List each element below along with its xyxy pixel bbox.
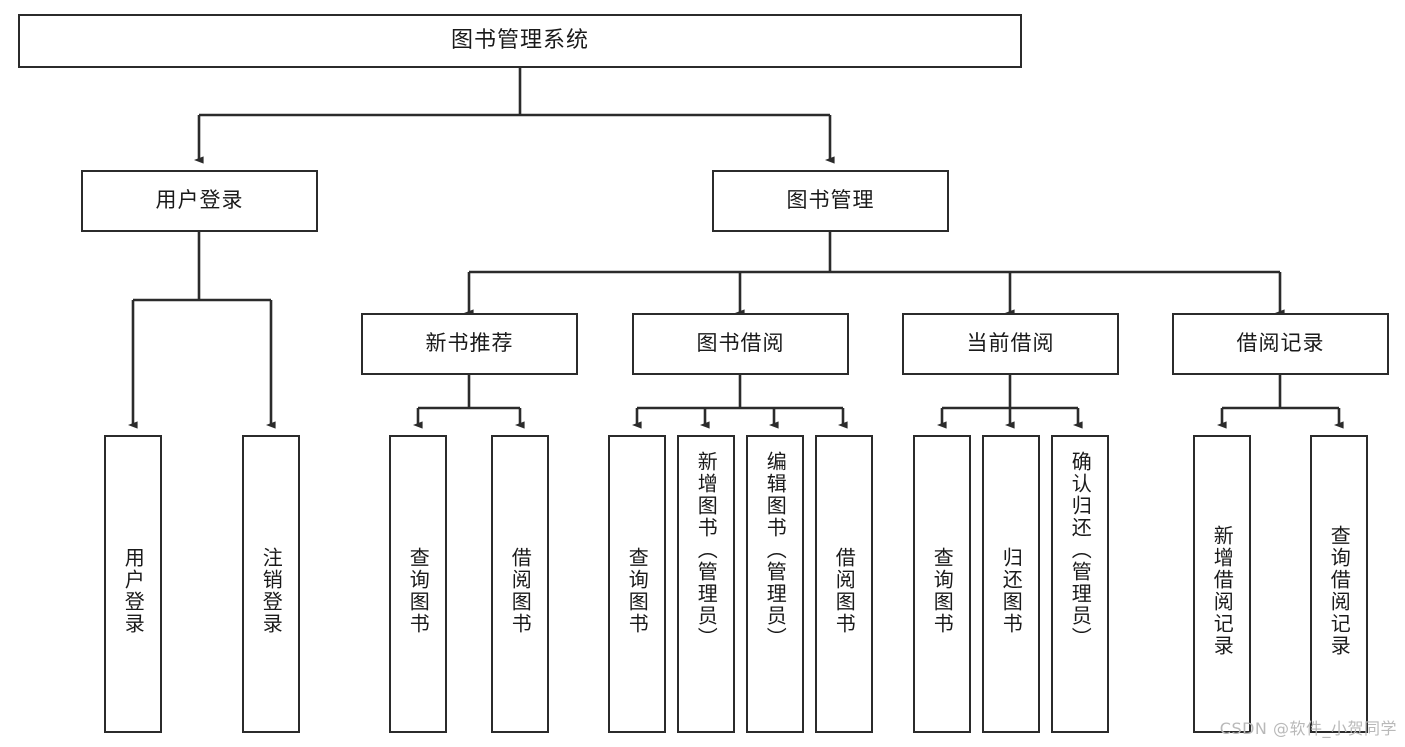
node-book-management[interactable]: 图书管理	[712, 170, 949, 232]
node-label: 确认归还（管理员）	[1068, 451, 1093, 649]
node-label: 借阅记录	[1236, 331, 1325, 356]
node-label: 编辑图书（管理员）	[763, 451, 788, 649]
leaf-new-book-query[interactable]: 查询图书	[389, 435, 447, 733]
node-label: 归还图书	[999, 547, 1024, 635]
node-label: 当前借阅	[966, 331, 1055, 356]
node-label: 图书管理	[786, 188, 875, 213]
node-root-system[interactable]: 图书管理系统	[18, 14, 1022, 68]
leaf-book-borrow-lend[interactable]: 借阅图书	[815, 435, 873, 733]
node-label: 借阅图书	[832, 547, 857, 635]
node-label: 查询图书	[625, 547, 650, 635]
node-label: 图书借阅	[696, 331, 785, 356]
node-user-login[interactable]: 用户登录	[81, 170, 318, 232]
node-current-borrow[interactable]: 当前借阅	[902, 313, 1119, 375]
node-book-borrow[interactable]: 图书借阅	[632, 313, 849, 375]
leaf-user-login-signout[interactable]: 注销登录	[242, 435, 300, 733]
node-label: 图书管理系统	[450, 27, 589, 53]
node-label: 新增借阅记录	[1210, 525, 1235, 657]
leaf-new-book-borrow[interactable]: 借阅图书	[491, 435, 549, 733]
node-label: 用户登录	[155, 188, 244, 213]
node-label: 查询图书	[406, 547, 431, 635]
node-label: 查询借阅记录	[1327, 525, 1352, 657]
node-label: 新增图书（管理员）	[694, 451, 719, 649]
leaf-book-borrow-query[interactable]: 查询图书	[608, 435, 666, 733]
leaf-book-borrow-add[interactable]: 新增图书（管理员）	[677, 435, 735, 733]
leaf-current-borrow-return[interactable]: 归还图书	[982, 435, 1040, 733]
node-borrow-record[interactable]: 借阅记录	[1172, 313, 1389, 375]
leaf-current-borrow-confirm-return[interactable]: 确认归还（管理员）	[1051, 435, 1109, 733]
node-new-book-recommend[interactable]: 新书推荐	[361, 313, 578, 375]
node-label: 借阅图书	[508, 547, 533, 635]
leaf-borrow-record-add[interactable]: 新增借阅记录	[1193, 435, 1251, 733]
watermark-text: CSDN @软件_小贺同学	[1219, 719, 1397, 738]
leaf-borrow-record-query[interactable]: 查询借阅记录	[1310, 435, 1368, 733]
leaf-book-borrow-edit[interactable]: 编辑图书（管理员）	[746, 435, 804, 733]
leaf-current-borrow-query[interactable]: 查询图书	[913, 435, 971, 733]
node-label: 用户登录	[121, 547, 146, 635]
node-label: 新书推荐	[425, 331, 514, 356]
node-label: 查询图书	[930, 547, 955, 635]
leaf-user-login-signin[interactable]: 用户登录	[104, 435, 162, 733]
node-label: 注销登录	[259, 547, 284, 635]
